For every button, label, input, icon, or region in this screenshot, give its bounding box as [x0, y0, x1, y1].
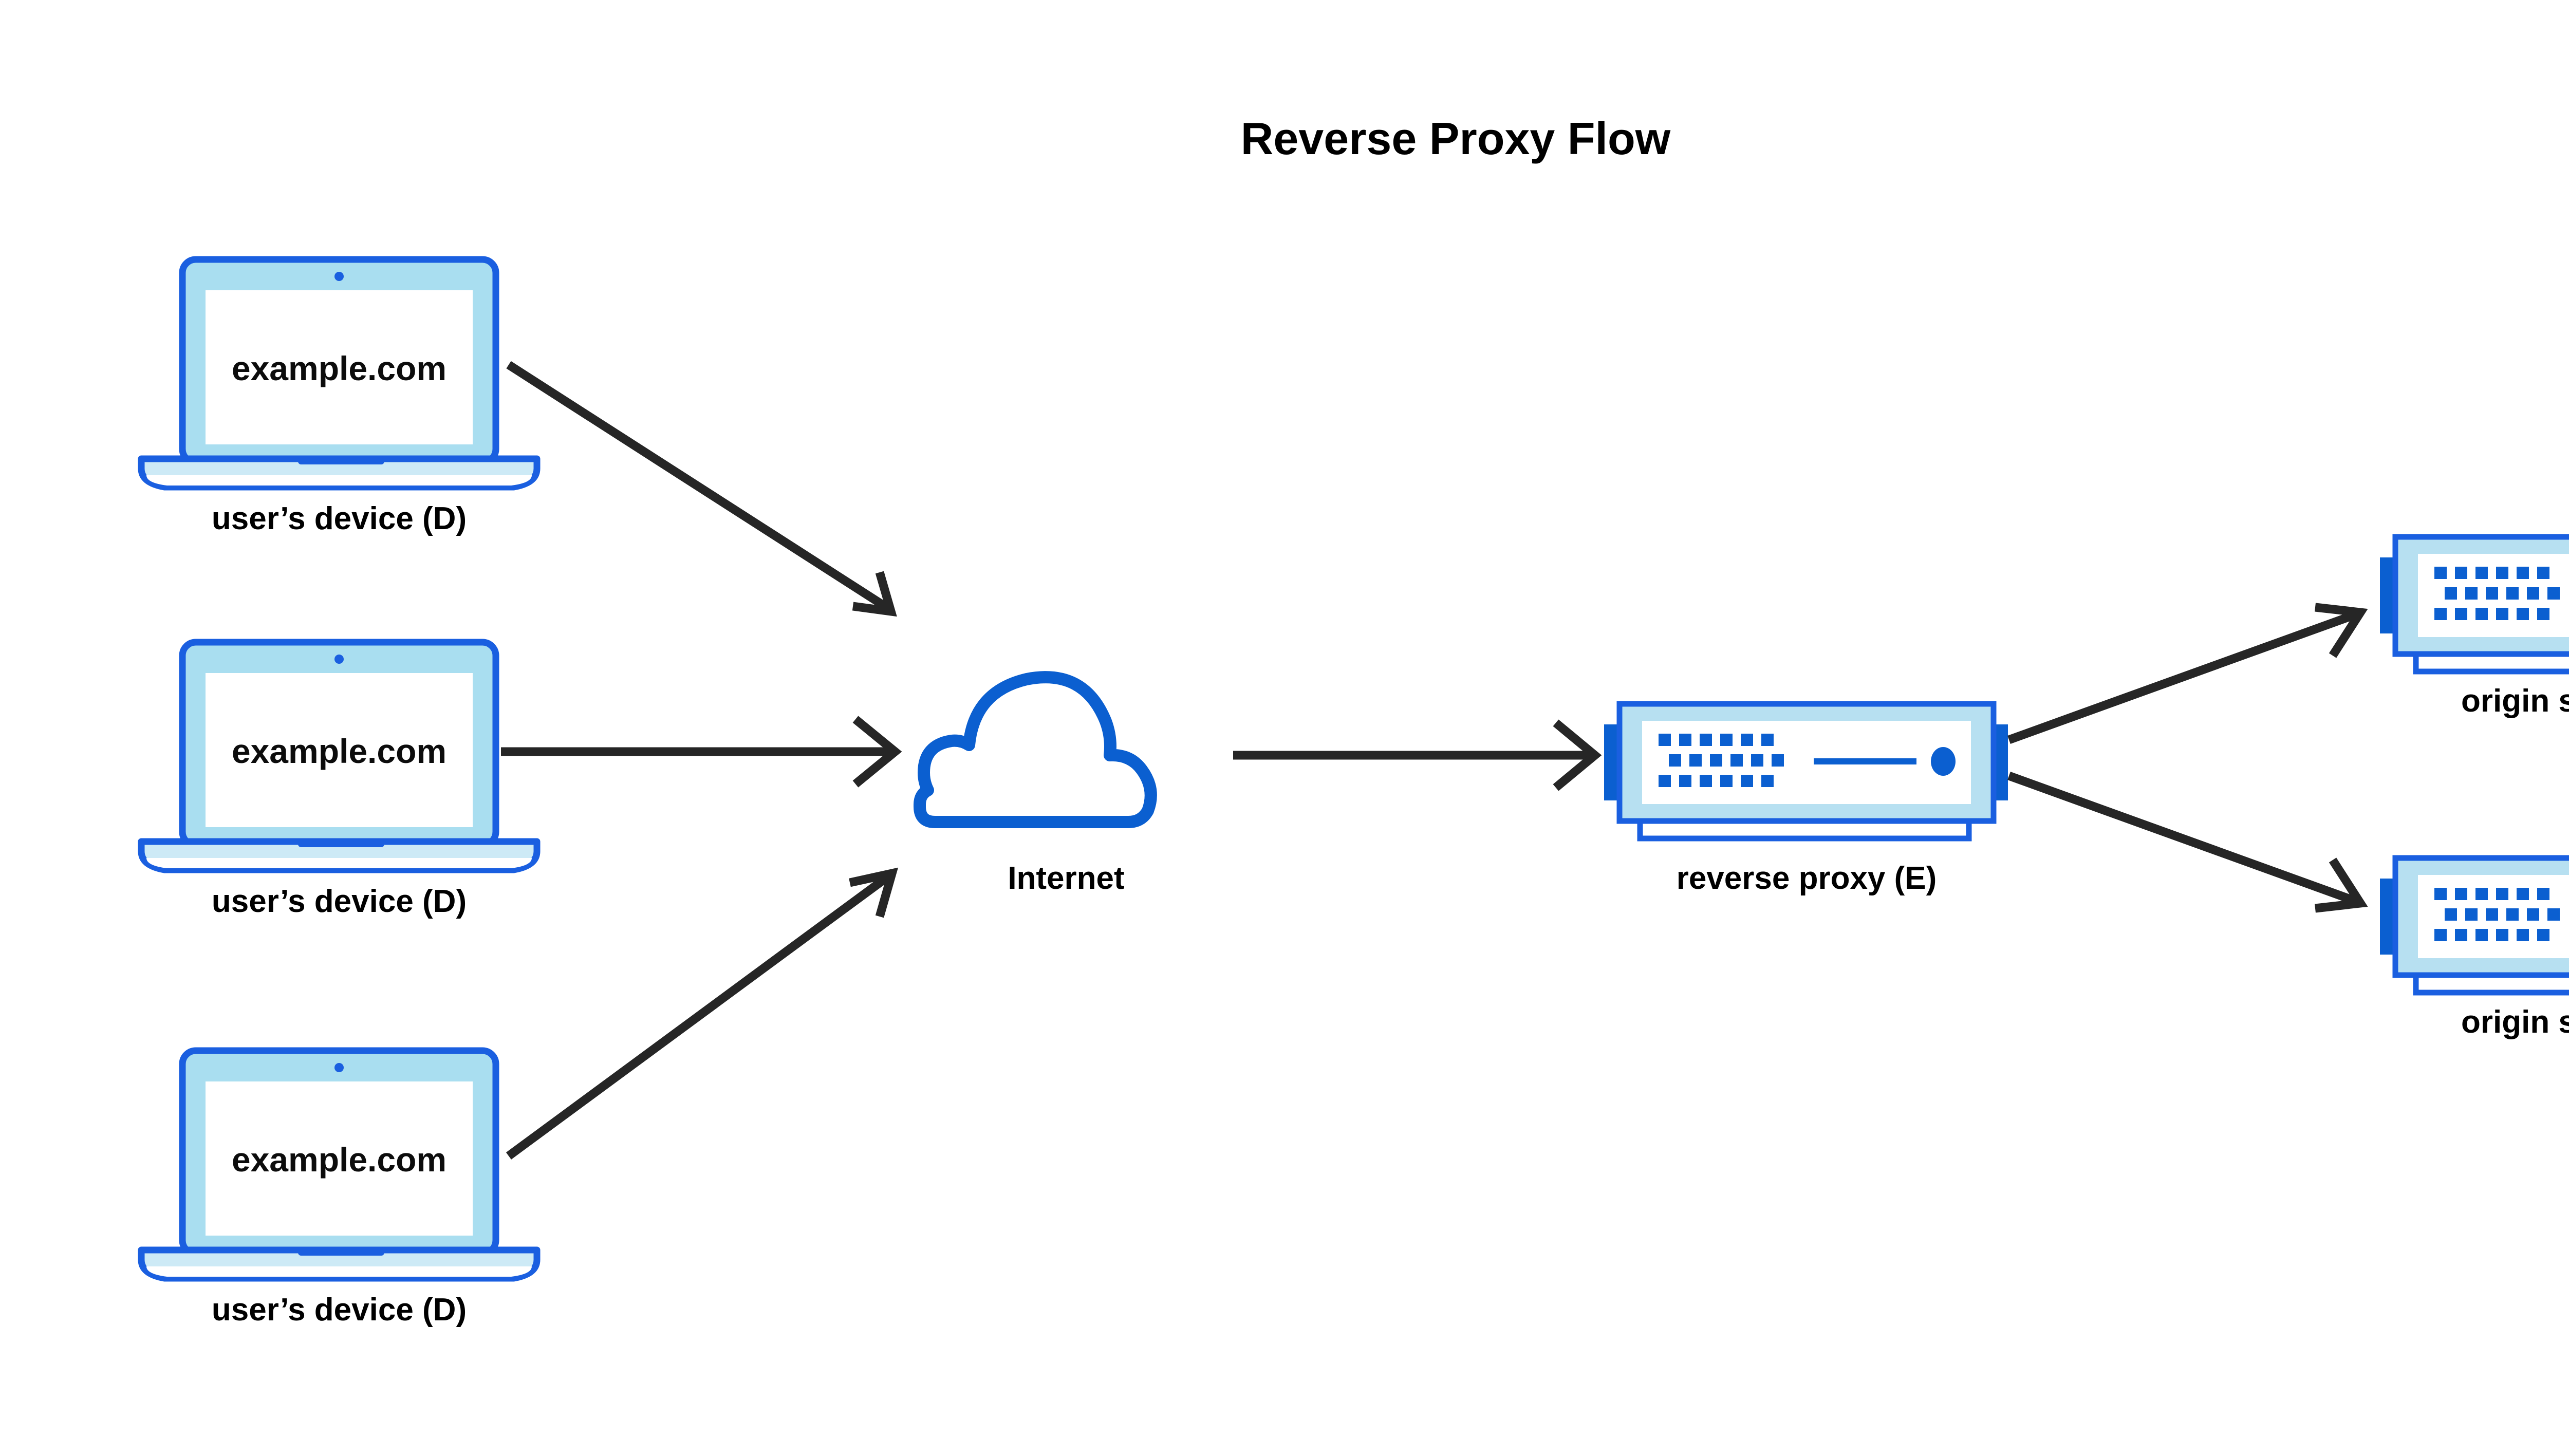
laptop-trackpad-notch: [298, 1247, 384, 1256]
origin-server-label-1: origin server (F): [2461, 683, 2569, 719]
laptop-webcam-icon: [334, 655, 344, 664]
server-vent-grid: [1659, 734, 1784, 787]
reverse-proxy-label: reverse proxy (E): [1677, 861, 1937, 896]
edge-line: [2007, 610, 2357, 744]
internet-label: Internet: [1008, 861, 1124, 896]
cloud-shape: [914, 671, 1157, 828]
edge-internet-proxy: [1233, 719, 1602, 791]
arrowhead-icon: [849, 867, 899, 918]
laptop-base-front: [146, 475, 532, 486]
device-screen-text-3: example.com: [232, 1141, 446, 1179]
server-icon: [2380, 855, 2569, 996]
laptop-webcam-icon: [334, 1063, 344, 1072]
device-node-1: example.com user’s device (D): [138, 256, 541, 536]
server-status-led-icon: [1931, 747, 1956, 776]
edge-layer: [501, 361, 2368, 1160]
edge-device3-internet: [506, 867, 899, 1160]
internet-node: Internet: [914, 671, 1157, 896]
edge-device2-internet: [501, 716, 902, 788]
server-icon: [1604, 701, 2008, 842]
edge-line: [506, 872, 892, 1160]
laptop-screen: [206, 673, 473, 827]
edge-proxy-origin1: [2007, 603, 2368, 744]
origin-server-node-1: origin server (F): [2380, 534, 2569, 719]
arrowhead-icon: [852, 716, 902, 788]
server-vent-grid: [2434, 567, 2560, 620]
arrowhead-icon: [2315, 857, 2368, 913]
laptop-screen: [206, 1081, 473, 1236]
origin-server-label-2: origin server (F): [2461, 1004, 2569, 1040]
server-status-line: [1814, 758, 1916, 764]
arrowhead-icon: [2315, 603, 2368, 658]
edge-line: [2007, 772, 2357, 905]
laptop-icon: [138, 256, 541, 491]
origin-server-node-2: origin server (F): [2380, 855, 2569, 1040]
edge-line: [506, 361, 891, 613]
laptop-trackpad-notch: [298, 839, 384, 847]
edge-device1-internet: [506, 361, 897, 617]
page-title: Reverse Proxy Flow: [1241, 113, 1671, 164]
arrowhead-icon: [852, 571, 897, 617]
server-icon: [2380, 534, 2569, 675]
laptop-base-front: [146, 1266, 532, 1277]
laptop-icon: [138, 1047, 541, 1282]
laptop-screen: [206, 290, 473, 444]
laptop-icon: [138, 639, 541, 873]
device-node-3: example.com user’s device (D): [138, 1047, 541, 1328]
server-vent-grid: [2434, 888, 2560, 941]
device-node-2: example.com user’s device (D): [138, 639, 541, 919]
laptop-base-front: [146, 858, 532, 868]
reverse-proxy-node: reverse proxy (E): [1604, 701, 2008, 896]
edge-proxy-origin2: [2007, 772, 2368, 913]
laptop-webcam-icon: [334, 272, 344, 281]
device-screen-text-1: example.com: [232, 349, 446, 387]
device-label-1: user’s device (D): [212, 501, 467, 536]
device-label-2: user’s device (D): [212, 884, 467, 919]
cloud-icon: [914, 671, 1157, 828]
arrowhead-icon: [1553, 719, 1602, 791]
laptop-trackpad-notch: [298, 456, 384, 464]
device-screen-text-2: example.com: [232, 732, 446, 770]
device-label-3: user’s device (D): [212, 1292, 467, 1328]
